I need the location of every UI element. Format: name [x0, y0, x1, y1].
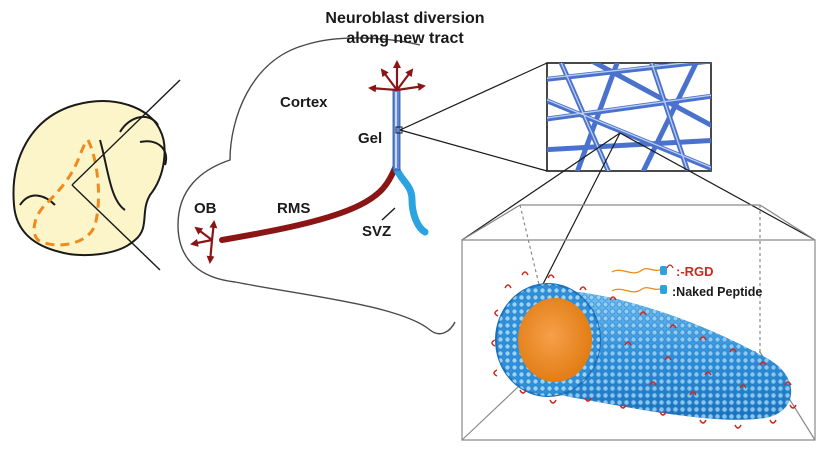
- rgd-epitopes: [491, 271, 797, 429]
- ob-dispersal-arrows: [190, 220, 218, 264]
- brain-dashed-outline: [32, 137, 100, 247]
- zoom-lines-fiber: [461, 132, 816, 291]
- cortex-label: Cortex: [280, 94, 328, 111]
- gel-label: Gel: [358, 130, 382, 147]
- rms-tract: [219, 165, 398, 243]
- legend: :-RGD :Naked Peptide: [611, 264, 762, 299]
- svz-label: SVZ: [362, 223, 391, 240]
- brain-outline: [177, 44, 456, 335]
- title-line-2: along new tract: [346, 30, 464, 47]
- rms-label: RMS: [277, 200, 310, 217]
- legend-naked-peptide: :Naked Peptide: [611, 285, 762, 299]
- gel-dispersal-arrows: [368, 60, 426, 93]
- svz-region: [392, 164, 429, 236]
- legend-rgd: :-RGD: [611, 264, 714, 279]
- nanofiber-core: [518, 298, 592, 382]
- legend-naked-text: :Naked Peptide: [672, 285, 762, 299]
- svz-pointer-line: [381, 207, 396, 221]
- title-line-1: Neuroblast diversion: [325, 10, 484, 27]
- brain-icon: [12, 79, 181, 271]
- legend-rgd-text: :-RGD: [676, 264, 714, 279]
- ob-label: OB: [194, 200, 217, 217]
- zoom-lines-gel: [399, 62, 548, 172]
- nanofiber: [495, 283, 792, 420]
